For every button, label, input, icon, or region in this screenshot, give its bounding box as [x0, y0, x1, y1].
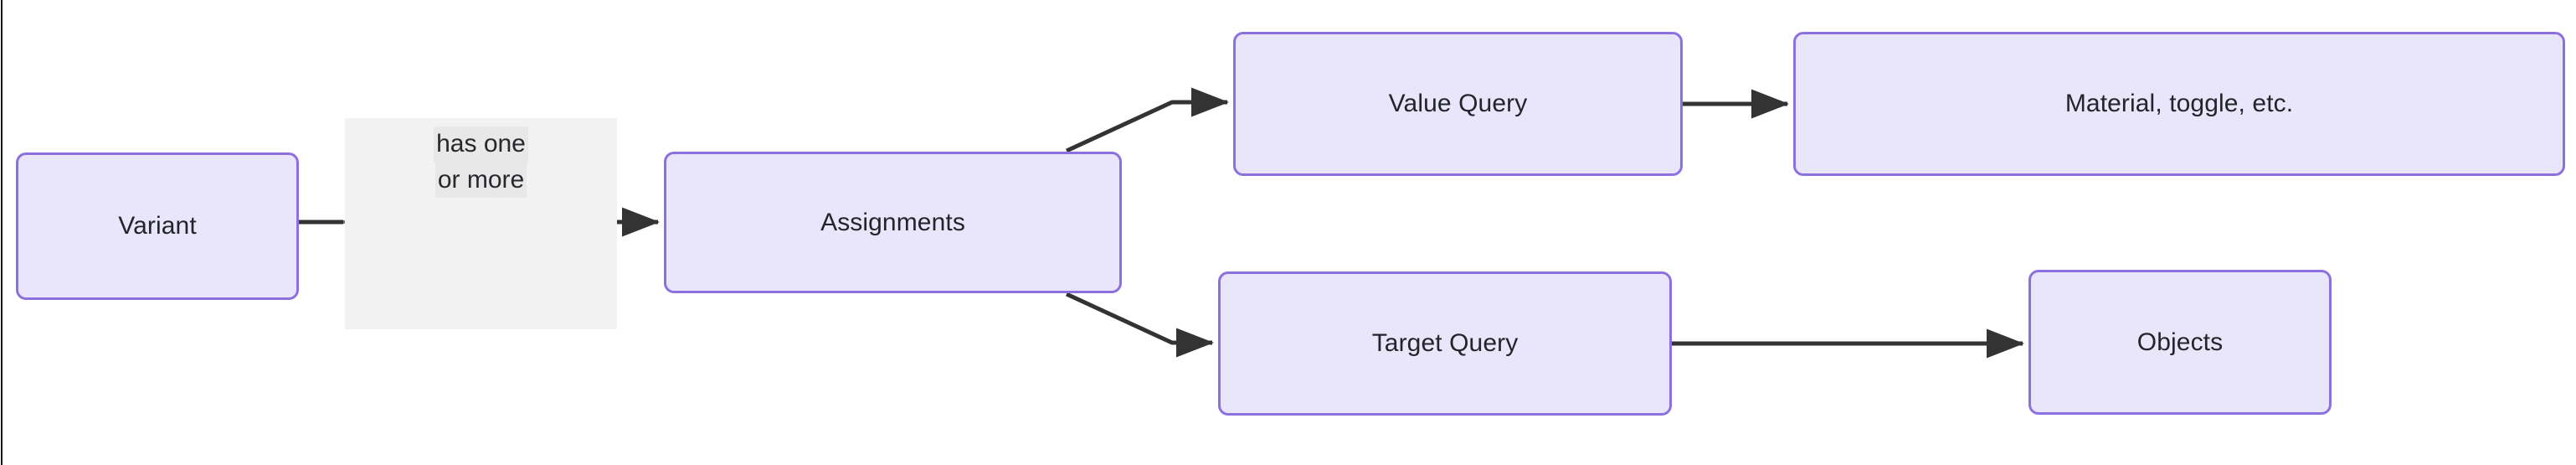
node-value-query[interactable]: Value Query — [1233, 32, 1683, 176]
node-material-toggle-etc-label: Material, toggle, etc. — [2064, 90, 2294, 118]
node-variant-label: Variant — [118, 212, 197, 240]
node-assignments[interactable]: Assignments — [664, 152, 1122, 293]
edge-label-line-2: or more — [434, 162, 527, 199]
node-assignments-label: Assignments — [820, 208, 965, 236]
edge-assignments-to-target-query — [1065, 292, 1214, 358]
node-value-query-label: Value Query — [1388, 90, 1528, 118]
node-target-query-label: Target Query — [1371, 329, 1519, 358]
node-objects[interactable]: Objects — [2028, 270, 2332, 415]
node-material-toggle-etc[interactable]: Material, toggle, etc. — [1793, 32, 2565, 176]
node-variant[interactable]: Variant — [16, 152, 299, 300]
node-objects-label: Objects — [2136, 328, 2224, 356]
edge-label-line-1: has one — [434, 127, 528, 163]
node-target-query[interactable]: Target Query — [1218, 271, 1672, 416]
edge-assignments-to-value-query — [1065, 87, 1229, 153]
edge-label-has-one-or-more: has one or more — [345, 118, 617, 329]
page-edge-rule — [1, 0, 3, 465]
